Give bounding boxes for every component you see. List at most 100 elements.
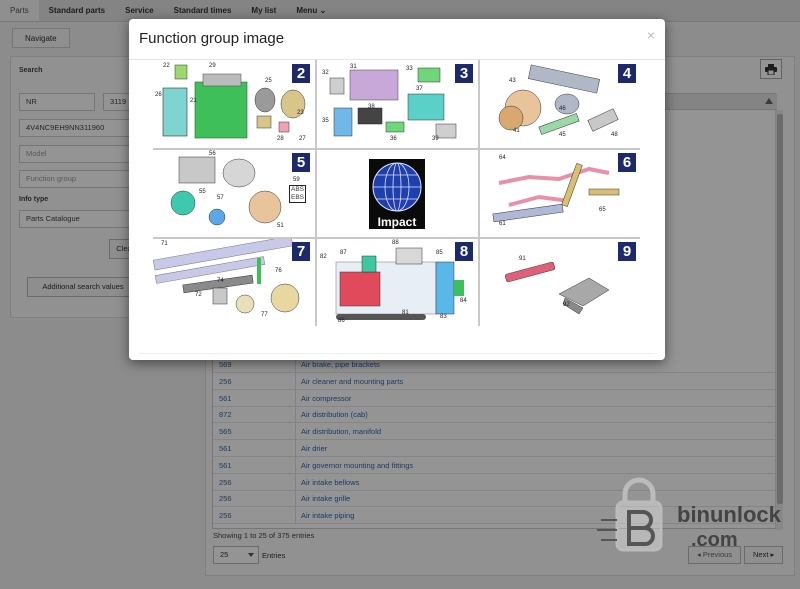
number-field[interactable]: 3119 bbox=[103, 93, 137, 111]
grid-divider bbox=[153, 148, 640, 150]
function-group-6[interactable]: 64 65 61 6 bbox=[479, 149, 641, 237]
function-group-image: 22 29 25 26 21 23 28 27 2 32 31 33 37 38… bbox=[153, 60, 641, 326]
function-group-code[interactable]: 561 bbox=[219, 444, 232, 453]
next-button[interactable]: Next ▸ bbox=[744, 546, 784, 564]
abs-label: ABS bbox=[291, 186, 305, 193]
column-divider bbox=[295, 456, 296, 474]
table-row[interactable]: 565 Air distribution, manifold bbox=[213, 423, 777, 441]
function-group-name[interactable]: Air governor mounting and fittings bbox=[301, 460, 414, 470]
binunlock-watermark: binunlock .com bbox=[597, 477, 782, 552]
impact-logo-cell: Impact bbox=[316, 149, 478, 237]
function-group-name[interactable]: Air intake grille bbox=[301, 494, 351, 504]
table-row[interactable]: 561 Air governor mounting and fittings bbox=[213, 456, 777, 474]
axle-illustration bbox=[498, 64, 619, 135]
column-divider bbox=[295, 490, 296, 508]
function-group-code[interactable]: 872 bbox=[219, 410, 232, 420]
table-row[interactable]: 256 Air intake piping bbox=[213, 507, 777, 525]
modal-footer-divider bbox=[139, 353, 655, 354]
function-group-7[interactable]: 71 76 72 74 77 7 bbox=[153, 238, 315, 326]
function-group-name[interactable]: Air cleaner and mounting parts bbox=[301, 376, 404, 386]
part-label: 32 bbox=[322, 70, 329, 76]
table-row[interactable]: 256 Air cleaner and mounting parts bbox=[213, 372, 777, 390]
table-row[interactable]: 561 Air drier bbox=[213, 440, 777, 457]
part-label: 92 bbox=[563, 302, 570, 308]
nav-menu[interactable]: Menu ⌄ bbox=[286, 0, 336, 21]
function-group-code[interactable]: 256 bbox=[219, 511, 232, 521]
column-divider bbox=[295, 423, 296, 441]
nav-standard-times[interactable]: Standard times bbox=[173, 6, 232, 15]
function-group-name[interactable]: Air intake bellows bbox=[301, 477, 360, 487]
nr-field[interactable]: NR bbox=[19, 93, 95, 111]
part-label: 33 bbox=[406, 66, 413, 72]
electrical-illustration bbox=[329, 67, 457, 139]
function-group-name[interactable]: Air brake, pipe brackets bbox=[301, 360, 380, 369]
function-group-name[interactable]: Air distribution, manifold bbox=[301, 427, 382, 437]
function-group-2[interactable]: 22 29 25 26 21 23 28 27 2 bbox=[153, 60, 315, 148]
vin-field[interactable]: 4V4NC9EH9NN311960 bbox=[19, 119, 134, 137]
group-number: 4 bbox=[618, 64, 636, 83]
column-divider bbox=[295, 507, 296, 525]
function-group-name[interactable]: Air distribution (cab) bbox=[301, 410, 368, 420]
scrollbar-thumb[interactable] bbox=[777, 114, 783, 504]
part-label: 29 bbox=[209, 63, 216, 69]
nav-standard-parts[interactable]: Standard parts bbox=[48, 6, 106, 15]
entries-label: Entries bbox=[262, 551, 286, 560]
table-row[interactable]: 569 Air brake, pipe brackets bbox=[213, 356, 777, 373]
ebs-label: EBS bbox=[291, 194, 305, 201]
column-divider bbox=[295, 440, 296, 457]
table-scrollbar[interactable] bbox=[775, 110, 783, 530]
group-number: 5 bbox=[292, 153, 310, 172]
part-label: 38 bbox=[368, 104, 375, 110]
function-group-3[interactable]: 32 31 33 37 38 35 36 39 3 bbox=[316, 60, 478, 148]
part-label: 71 bbox=[161, 241, 168, 247]
previous-button[interactable]: ◂ Previous bbox=[688, 546, 742, 564]
function-group-code[interactable]: 569 bbox=[219, 360, 232, 369]
function-group-4[interactable]: 43 46 41 45 48 4 bbox=[479, 60, 641, 148]
part-label: 85 bbox=[436, 250, 443, 256]
watermark-domain: .com bbox=[691, 529, 738, 551]
function-group-code[interactable]: 256 bbox=[219, 477, 232, 487]
part-label: 65 bbox=[599, 207, 606, 213]
page-size-select[interactable]: 25 bbox=[213, 546, 259, 564]
sort-up-icon[interactable] bbox=[765, 98, 773, 104]
function-group-code[interactable]: 561 bbox=[219, 460, 232, 470]
function-group-code[interactable]: 561 bbox=[219, 393, 232, 403]
part-label: 36 bbox=[390, 136, 397, 142]
part-label: 48 bbox=[611, 132, 618, 138]
search-label: Search bbox=[19, 67, 43, 74]
impact-logo-text: Impact bbox=[378, 215, 417, 229]
function-group-name[interactable]: Air compressor bbox=[301, 393, 352, 403]
nav-my-list[interactable]: My list bbox=[251, 6, 277, 15]
table-row[interactable]: 256 Air intake grille bbox=[213, 490, 777, 508]
printer-icon bbox=[765, 63, 777, 75]
table-row[interactable]: 561 Air compressor bbox=[213, 389, 777, 407]
table-row[interactable]: 872 Air distribution (cab) bbox=[213, 406, 777, 424]
function-group-name[interactable]: Air drier bbox=[301, 444, 328, 453]
function-group-name[interactable]: Air intake piping bbox=[301, 511, 355, 521]
close-icon[interactable]: × bbox=[646, 27, 655, 43]
frame-illustration bbox=[153, 238, 300, 314]
part-label: 59 bbox=[293, 177, 300, 183]
part-label: 45 bbox=[559, 132, 566, 138]
impact-logo: Impact bbox=[369, 159, 425, 229]
table-row[interactable]: 256 Air intake bellows bbox=[213, 473, 777, 491]
function-group-code[interactable]: 256 bbox=[219, 494, 232, 504]
function-group-code[interactable]: 256 bbox=[219, 376, 232, 386]
nav-service[interactable]: Service bbox=[125, 6, 154, 15]
function-group-code[interactable]: 565 bbox=[219, 427, 232, 437]
part-label: 81 bbox=[402, 310, 409, 316]
print-button[interactable] bbox=[760, 59, 782, 79]
part-label: 46 bbox=[559, 106, 566, 112]
previous-label: Previous bbox=[702, 550, 733, 559]
part-label: 22 bbox=[163, 63, 170, 69]
function-group-9[interactable]: 91 92 9 bbox=[479, 238, 641, 326]
nav-parts[interactable]: Parts bbox=[0, 0, 39, 21]
info-type-select[interactable]: Parts Catalogue bbox=[19, 210, 134, 228]
cab-illustration bbox=[335, 247, 464, 320]
engine-illustration bbox=[162, 64, 306, 139]
group-number: 3 bbox=[455, 64, 473, 83]
function-group-8[interactable]: 88 87 85 82 84 86 81 83 8 bbox=[316, 238, 478, 326]
navigate-tab[interactable]: Navigate bbox=[12, 28, 70, 48]
